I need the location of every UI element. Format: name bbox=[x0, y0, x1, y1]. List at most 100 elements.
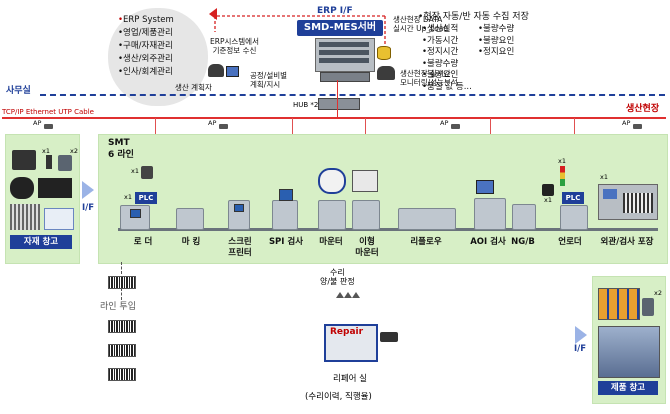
packing-station-icon bbox=[598, 184, 658, 220]
ap-icon bbox=[451, 124, 460, 129]
repair-monitor-icon bbox=[324, 324, 378, 362]
ngb-machine-icon bbox=[512, 204, 536, 230]
odd-part-icon bbox=[352, 170, 378, 192]
station-marking: 마 킹 bbox=[181, 237, 201, 247]
spi-machine-icon bbox=[272, 189, 298, 230]
ethernet-cable-line bbox=[2, 117, 666, 119]
plc-box: PLC bbox=[562, 192, 584, 204]
collect-item: 불량요인 bbox=[427, 70, 459, 80]
signal-tower-icon bbox=[560, 166, 565, 186]
repair-up-arrow bbox=[336, 292, 344, 298]
repair-up-arrow bbox=[344, 292, 352, 298]
server-rack-icon bbox=[315, 38, 375, 72]
scanner-icon bbox=[46, 155, 52, 169]
x1-label: x1 bbox=[600, 173, 608, 181]
collect-item: 품질 값 등... bbox=[427, 81, 472, 92]
collect-col2: •불량수량 •불량요인 •정지요인 bbox=[478, 24, 515, 57]
material-if-label: I/F bbox=[82, 203, 95, 213]
reflow-oven-icon bbox=[398, 208, 456, 230]
smt-subtitle: 6 라인 bbox=[108, 150, 134, 160]
reel-stack-icon bbox=[38, 178, 72, 198]
collect-item: 불량수량 bbox=[427, 58, 459, 69]
barcode-icon bbox=[108, 276, 136, 289]
station-ngb: NG/B bbox=[511, 237, 535, 247]
feeder-rack-icon bbox=[10, 204, 40, 230]
repair-up-arrow bbox=[352, 292, 360, 298]
handheld-icon bbox=[58, 155, 72, 171]
collect-item: 불량수량 bbox=[483, 24, 515, 34]
ap-icon bbox=[219, 124, 228, 129]
mes-server-title: SMD-MES서버 bbox=[297, 20, 383, 36]
handheld-icon bbox=[642, 298, 654, 316]
planner-note: 공정/설비별 계획/지시 bbox=[250, 71, 288, 89]
printer-icon bbox=[12, 150, 36, 170]
product-warehouse-label: 제품 창고 bbox=[598, 381, 658, 395]
ap-label: AP bbox=[440, 119, 449, 127]
hub-label: HUB *2 bbox=[293, 101, 319, 109]
erp-receive-note: ERP시스템에서 기준정보 수신 bbox=[210, 37, 259, 55]
printer-icon bbox=[542, 184, 554, 196]
x1-label: x1 bbox=[42, 147, 50, 155]
planner-person-icon bbox=[208, 64, 224, 77]
ap-label: AP bbox=[208, 119, 217, 127]
station-loader: 로 더 bbox=[133, 237, 153, 247]
plc-box: PLC bbox=[135, 192, 157, 204]
product-boxes-icon bbox=[598, 288, 640, 320]
ap-icon bbox=[44, 124, 53, 129]
x1-label: x1 bbox=[131, 167, 139, 175]
erp-list: •ERP System •영업/제품관리 •구매/자재관리 •생산/외주관리 •… bbox=[118, 15, 174, 77]
collect-item: 가동시간 bbox=[427, 35, 459, 46]
station-odd-mounter: 이형 마운터 bbox=[355, 237, 379, 258]
erp-title: ERP System bbox=[123, 15, 174, 25]
erp-item-2: 구매/자재관리 bbox=[123, 41, 173, 51]
planner-monitor-icon bbox=[226, 66, 239, 77]
collect-title: 현장 자동/반 자동 수집 저장 bbox=[423, 12, 529, 22]
barcode-icon bbox=[108, 320, 136, 333]
conveyor-line bbox=[118, 228, 658, 231]
collect-list: •현장 자동/반 자동 수집 저장 bbox=[418, 12, 529, 22]
line-input-label: 라인 투입 bbox=[100, 302, 136, 312]
station-inspection-packing: 외관/검사 포장 bbox=[600, 237, 654, 247]
office-label: 사무실 bbox=[6, 86, 31, 96]
material-to-line-arrow bbox=[82, 181, 94, 199]
input-arrow bbox=[121, 262, 122, 274]
monitor-person-icon bbox=[377, 66, 395, 80]
hub-uplink bbox=[337, 80, 338, 118]
odd-mounter-icon bbox=[352, 200, 380, 230]
marking-machine-icon bbox=[176, 208, 204, 230]
database-icon bbox=[377, 46, 391, 60]
x1-label: x1 bbox=[124, 193, 132, 201]
floor-label: 생산현장 bbox=[626, 104, 660, 114]
cable-label: TCP/IP Ethernet UTP Cable bbox=[2, 108, 94, 116]
hub-icon bbox=[318, 98, 360, 110]
product-if-label: I/F bbox=[574, 344, 587, 354]
station-unloader: 언로더 bbox=[558, 237, 582, 247]
collect-col1: •생산실적 •가동시간 •정지시간 •불량수량 •불량요인 •품질 값 등... bbox=[422, 24, 472, 92]
screen-printer-icon bbox=[228, 200, 250, 230]
label-sheet-icon bbox=[44, 208, 74, 230]
collect-item: 생산실적 bbox=[427, 24, 459, 34]
erp-if-label: ERP I/F bbox=[317, 6, 353, 16]
station-screen-printer: 스크린 프린터 bbox=[228, 237, 252, 258]
line-to-product-arrow bbox=[575, 326, 587, 344]
smt-title: SMT bbox=[108, 138, 130, 148]
monitor-note: 생산현장 실시간 모니터링/성능분석 bbox=[400, 69, 458, 87]
repair-scanner-icon bbox=[380, 332, 398, 342]
material-warehouse-label: 자재 창고 bbox=[10, 235, 72, 249]
erp-item-1: 영업/제품관리 bbox=[123, 28, 173, 38]
collect-item: 정지시간 bbox=[427, 47, 459, 57]
input-arrow-dash bbox=[121, 288, 122, 300]
x1-label: x1 bbox=[558, 157, 566, 165]
server-unit-icon bbox=[320, 72, 370, 82]
reel-icon bbox=[10, 177, 34, 199]
x2-label: x2 bbox=[70, 147, 78, 155]
loader-machine-icon bbox=[120, 205, 150, 230]
aoi-machine-icon bbox=[474, 198, 506, 230]
camera-icon bbox=[318, 168, 346, 194]
mounter-machine-icon bbox=[318, 200, 346, 230]
unloader-machine-icon bbox=[560, 205, 588, 230]
warehouse-shelves-icon bbox=[598, 326, 660, 378]
erp-item-3: 생산/외주관리 bbox=[123, 54, 173, 64]
erp-item-4: 인사/회계관리 bbox=[123, 67, 173, 77]
x1-label: x1 bbox=[544, 196, 552, 204]
